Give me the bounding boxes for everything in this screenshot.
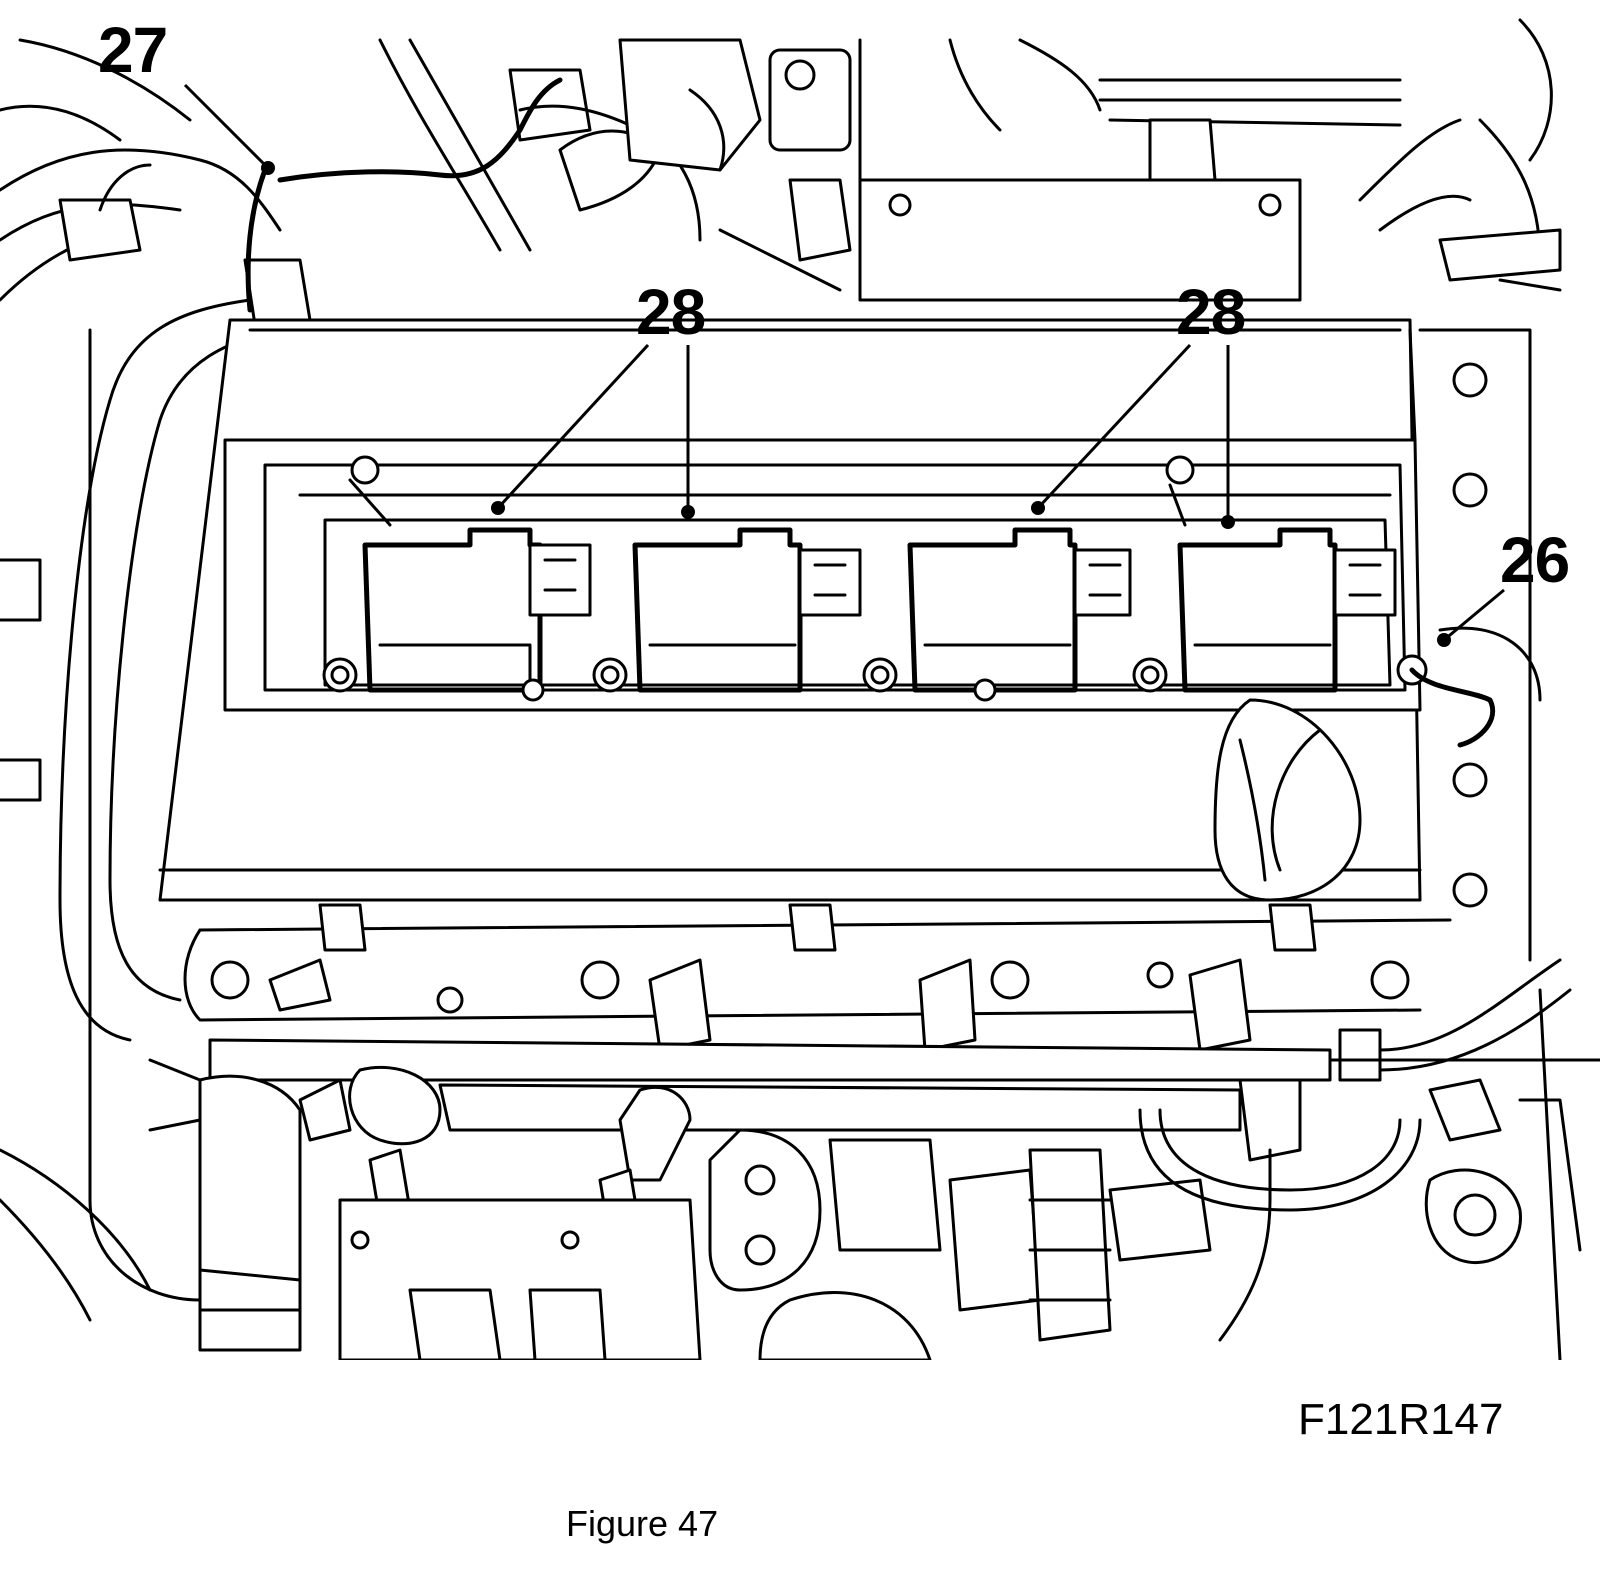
lower-components	[0, 988, 1582, 1360]
engine-line-drawing	[0, 18, 1600, 1360]
ignition-coils	[322, 527, 1397, 702]
ignition-coil-2	[592, 527, 862, 693]
ignition-coil-4	[1132, 527, 1397, 693]
upper-hoses	[0, 18, 1562, 302]
callout-28-left-label: 28	[636, 276, 706, 348]
callout-28-right-label: 28	[1176, 276, 1246, 348]
drawing-reference-code: F121R147	[1298, 1395, 1504, 1444]
ground-strap-and-filler-cap	[1213, 328, 1542, 962]
left-coolant-hose	[0, 167, 312, 1302]
callout-leaders	[183, 83, 1505, 647]
ignition-coil-1	[322, 527, 592, 702]
callout-26-label: 26	[1500, 524, 1570, 596]
figure-caption: Figure 47	[566, 1503, 719, 1544]
callout-27-label: 27	[98, 14, 168, 86]
cylinder-head-lower	[183, 903, 1600, 1146]
ignition-coil-3	[862, 527, 1132, 702]
